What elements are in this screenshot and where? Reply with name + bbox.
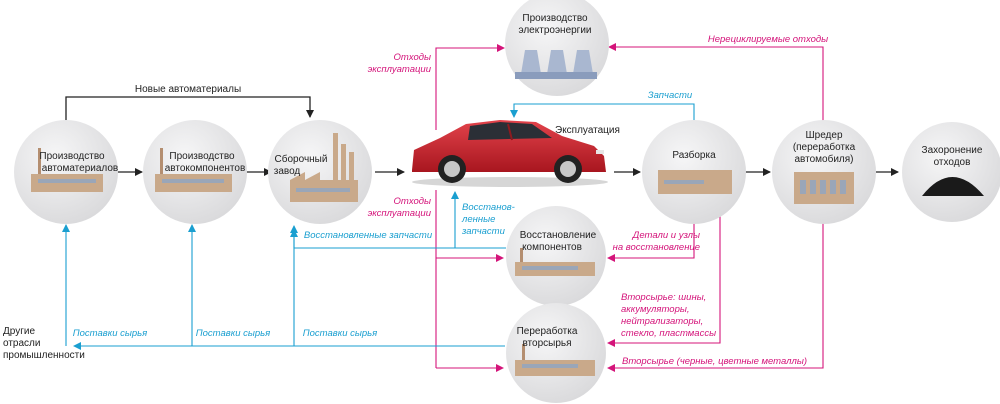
label-restored-parts-short-2: ленные xyxy=(461,214,495,225)
node-operation: Эксплуатация xyxy=(412,120,620,187)
arrow-secondary-raw xyxy=(607,212,721,347)
other-industries-label-2: отрасли xyxy=(3,338,40,349)
blue-arrows xyxy=(62,103,695,350)
label-waste-op-1a: Отходы xyxy=(394,52,431,63)
label-secondary-metals: Вторсырье (черные, цветные металлы) xyxy=(622,356,807,367)
node-shredder-label-1: Шредер xyxy=(805,130,842,141)
node-shredder-label-2: (переработка xyxy=(793,141,856,153)
power-plant-icon xyxy=(515,50,597,79)
label-raw-supply-1: Поставки сырья xyxy=(73,328,147,339)
label-waste-op-2b: эксплуатации xyxy=(368,208,432,219)
node-landfill-label-2: отходов xyxy=(934,157,971,168)
node-materials-label-2: автоматериалов xyxy=(42,163,118,174)
node-assembly: Сборочный завод xyxy=(268,120,372,224)
node-landfill: Захоронение отходов xyxy=(902,122,1000,222)
arrow-secondary-metals xyxy=(607,222,824,372)
node-components: Производство автокомпонентов xyxy=(143,120,247,224)
label-secondary-raw-2: аккумуляторы, xyxy=(621,304,690,315)
label-restored-parts: Восстановленные запчасти xyxy=(304,230,433,241)
label-restored-parts-short-1: Восстанов- xyxy=(462,202,515,213)
pink-arrows xyxy=(435,43,824,372)
other-industries: Другие отрасли промышленности xyxy=(3,326,85,361)
node-restoration-label-1: Восстановление xyxy=(520,230,597,241)
label-nonrecycled-waste: Нерециклируемые отходы xyxy=(708,34,828,45)
node-restoration: Восстановление компонентов xyxy=(506,206,606,306)
factory-icon xyxy=(515,344,595,376)
arrow-parts-to-restoration xyxy=(607,222,695,262)
factory-icon xyxy=(515,248,595,276)
label-waste-op-2a: Отходы xyxy=(394,196,431,207)
node-shredder-label-3: автомобиля) xyxy=(794,153,853,165)
node-components-label-2: автокомпонентов xyxy=(165,163,246,174)
node-assembly-label-1: Сборочный xyxy=(275,153,328,165)
other-industries-label-3: промышленности xyxy=(3,350,85,361)
label-parts-for-restoration-2: на восстановление xyxy=(613,242,700,253)
factory-icon xyxy=(658,170,732,194)
node-materials-label-1: Производство xyxy=(39,151,105,162)
node-operation-label: Эксплуатация xyxy=(555,125,620,136)
label-secondary-raw-4: стекло, пластмассы xyxy=(621,328,716,339)
other-industries-label-1: Другие xyxy=(3,326,35,337)
arrow-spare-parts xyxy=(510,103,695,122)
label-spare-parts: Запчасти xyxy=(648,90,693,101)
factory-icon xyxy=(794,172,854,204)
arrow-new-materials xyxy=(65,96,314,122)
node-recycling-label-1: Переработка xyxy=(517,325,578,337)
label-new-materials: Новые автоматериалы xyxy=(135,84,241,95)
label-raw-supply-3: Поставки сырья xyxy=(303,328,377,339)
node-dismantling-label: Разборка xyxy=(672,149,716,161)
node-power-label-1: Производство xyxy=(522,13,588,24)
node-restoration-label-2: компонентов xyxy=(522,242,582,253)
car-icon xyxy=(412,120,608,187)
node-recycling: Переработка вторсырья xyxy=(506,303,606,403)
node-landfill-label-1: Захоронение xyxy=(922,145,983,156)
landfill-mound-icon xyxy=(922,177,984,196)
label-parts-for-restoration-1: Детали и узлы xyxy=(632,230,700,241)
node-materials: Производство автоматериалов xyxy=(14,120,118,224)
label-restored-parts-short-3: запчасти xyxy=(461,226,506,237)
node-assembly-label-2: завод xyxy=(274,166,301,177)
node-dismantling: Разборка xyxy=(642,120,746,224)
node-shredder: Шредер (переработка автомобиля) xyxy=(772,120,876,224)
label-secondary-raw-3: нейтрализаторы, xyxy=(621,316,703,327)
node-power-label-2: электроэнергии xyxy=(518,25,591,36)
factory-icon xyxy=(31,148,103,192)
dark-arrows xyxy=(65,96,899,176)
arrow-operation-waste-to-power xyxy=(435,44,505,130)
node-components-label-1: Производство xyxy=(169,151,235,162)
arrow-nonrecycled-waste xyxy=(608,43,824,122)
factory-icon xyxy=(290,133,358,202)
label-waste-op-1b: эксплуатации xyxy=(368,64,432,75)
factory-icon xyxy=(155,148,232,192)
node-recycling-label-2: вторсырья xyxy=(522,338,571,349)
label-secondary-raw-1: Вторсырье: шины, xyxy=(621,292,706,303)
label-raw-supply-2: Поставки сырья xyxy=(196,328,270,339)
node-power: Производство электроэнергии xyxy=(505,0,609,96)
